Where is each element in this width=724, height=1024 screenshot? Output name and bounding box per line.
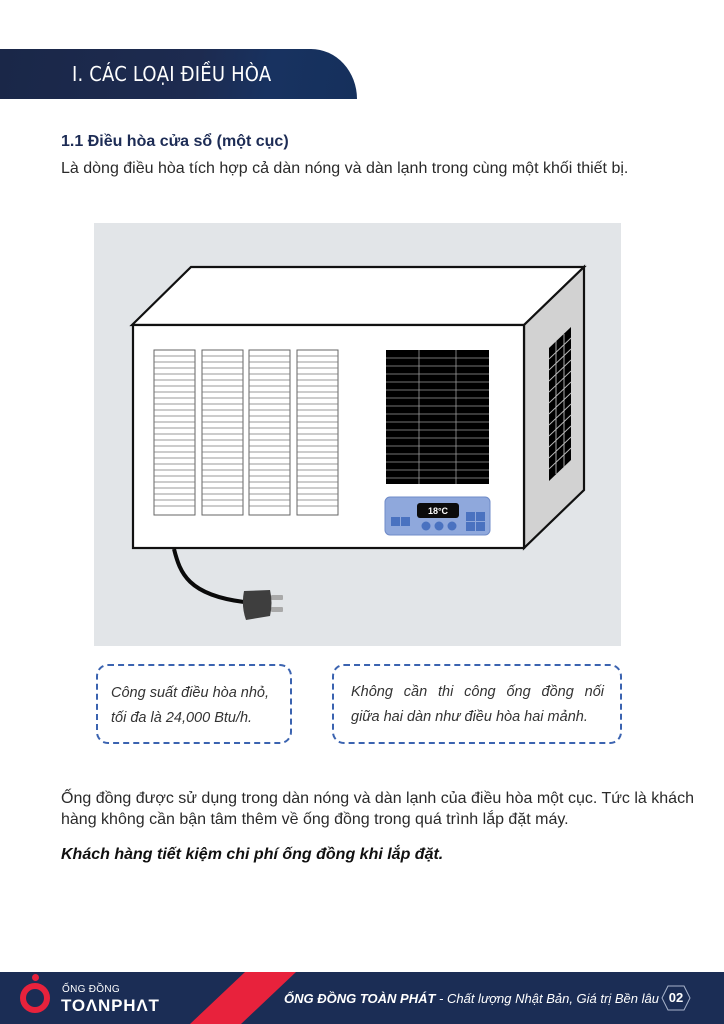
subsection-heading: 1.1 Điều hòa cửa sổ (một cục) [61, 133, 289, 150]
note-installation: Không cần thi công ống đồng nối giữa hai… [332, 664, 622, 744]
logo-dot-icon [32, 974, 39, 981]
page-number: 02 [668, 990, 684, 1005]
note-capacity-line2: tối đa là 24,000 Btu/h. [111, 710, 253, 726]
footer-tagline-brand: ỐNG ĐỒNG TOÀN PHÁT [284, 991, 436, 1006]
side-vent-grille [548, 327, 572, 481]
logo-subtitle: ỐNG ĐỒNG [62, 984, 120, 995]
window-ac-drawing: 18°C [129, 264, 587, 620]
footer-tagline-text: - Chất lượng Nhật Bản, Giá trị Bền lâu [435, 991, 659, 1006]
window-ac-illustration: 18°C [94, 223, 621, 646]
section-header-title: I. CÁC LOẠI ĐIỀU HÒA [72, 62, 272, 86]
subsection-intro: Là dòng điều hòa tích hợp cả dàn nóng và… [61, 160, 629, 177]
note-installation-line1: Không cần thi công ống đồng nối [351, 684, 604, 700]
front-louvers [153, 349, 339, 516]
hexagon-icon [661, 985, 691, 1011]
highlight-statement: Khách hàng tiết kiệm chi phí ống đồng kh… [61, 846, 444, 863]
section-header-banner: I. CÁC LOẠI ĐIỀU HÒA [0, 49, 357, 99]
front-intake-grille [386, 350, 489, 484]
note-installation-line2: giữa hai dàn như điều hòa hai mảnh. [351, 709, 588, 725]
page-number-badge: 02 [661, 985, 691, 1011]
logo-wordmark: TOΛNPHΛT [61, 996, 160, 1015]
temperature-display: 18°C [428, 506, 449, 516]
control-panel [384, 496, 491, 536]
body-paragraph: Ống đồng được sử dụng trong dàn nóng và … [61, 790, 694, 828]
footer-tagline: ỐNG ĐỒNG TOÀN PHÁT - Chất lượng Nhật Bản… [284, 991, 659, 1006]
page-footer: ỐNG ĐỒNG TOΛNPHΛT ỐNG ĐỒNG TOÀN PHÁT - C… [0, 972, 724, 1024]
power-plug-icon [242, 590, 283, 620]
note-capacity: Công suất điều hòa nhỏ, tối đa là 24,000… [96, 664, 292, 744]
logo-ring-icon [20, 983, 50, 1013]
footer-red-stripe [190, 972, 296, 1024]
note-capacity-line1: Công suất điều hòa nhỏ, [111, 685, 270, 701]
